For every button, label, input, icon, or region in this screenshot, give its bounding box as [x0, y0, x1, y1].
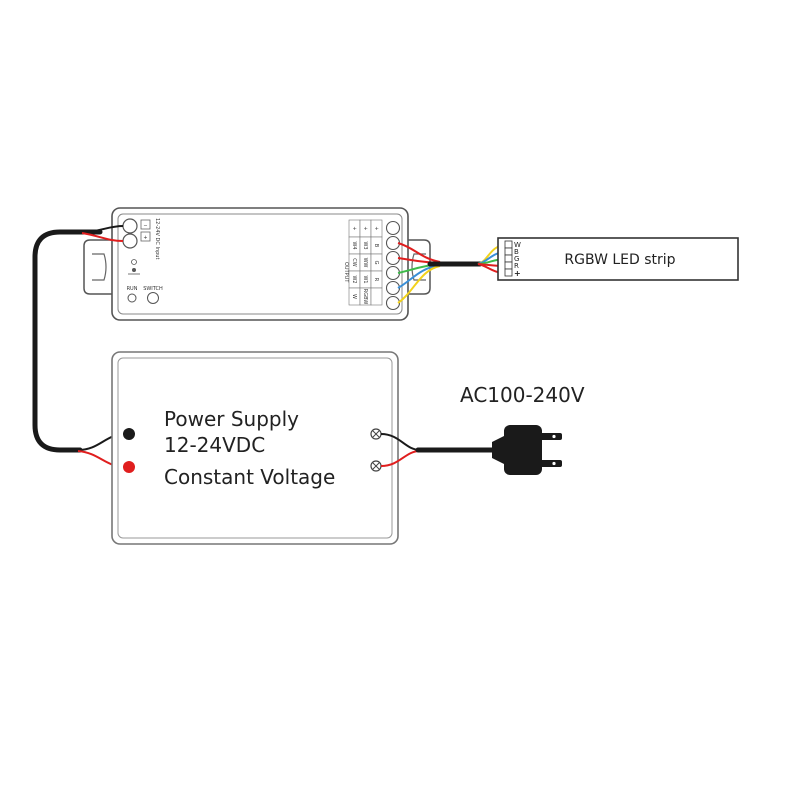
dc-cable-black-sheath — [32, 229, 103, 453]
controller-body — [111, 207, 409, 321]
led-controller: − + 12-24V DC Input RUN SWITCH + + + W4 W3 B C… — [83, 207, 431, 321]
output-table-label: + — [373, 226, 379, 230]
dc-positive-terminal — [123, 461, 135, 473]
output-header: OUTPUT — [343, 262, 349, 283]
output-table-label: W4 — [351, 241, 357, 249]
ac-plug-icon — [492, 425, 562, 475]
wire-plus-red — [397, 242, 441, 263]
wire-yellow — [397, 265, 441, 304]
pin-w: W — [514, 241, 521, 249]
run-button[interactable] — [127, 293, 137, 303]
pin-g: G — [514, 255, 519, 263]
output-terminals — [385, 220, 401, 311]
pin-plus: + — [514, 269, 521, 278]
controller-input-terminal-pos — [122, 233, 138, 249]
pin-b: B — [514, 248, 519, 256]
output-table-label: CW — [351, 258, 357, 266]
psu-line3: Constant Voltage — [164, 465, 335, 489]
led-strip: W B G R + RGBW LED strip — [497, 237, 739, 281]
dc-input-wires — [81, 225, 124, 242]
input-note: 12-24V DC Input — [154, 218, 160, 259]
led-strip-label: RGBW LED strip — [564, 252, 675, 268]
ac-voltage-label: AC100-240V — [460, 383, 585, 407]
ac-terminal-screw-2 — [370, 460, 382, 472]
ac-terminal-screw-1 — [370, 428, 382, 440]
input-neg-symbol: − — [143, 223, 147, 229]
input-pos-symbol: + — [143, 235, 147, 241]
psu-line2: 12-24VDC — [164, 433, 265, 457]
indicator-icon — [128, 259, 140, 275]
dc-negative-terminal — [123, 428, 135, 440]
output-table-label: G — [373, 261, 379, 265]
output-table-label: + — [362, 226, 368, 230]
led-strip-body — [497, 237, 739, 281]
output-table-label: RGBW — [362, 289, 368, 305]
psu-line1: Power Supply — [164, 407, 299, 431]
led-strip-pads — [504, 240, 513, 277]
output-table-label: W3 — [362, 241, 368, 249]
pin-r: R — [514, 262, 519, 270]
output-table-cell — [370, 287, 383, 306]
output-table-label: WW — [362, 258, 368, 268]
output-table-label: R — [373, 278, 379, 282]
power-supply-body — [111, 351, 399, 545]
output-table-label: B — [373, 244, 379, 248]
switch-label: SWITCH — [143, 286, 163, 292]
output-table-label: W — [351, 294, 357, 299]
output-table-label: W1 — [362, 275, 368, 283]
output-label-table: + + + W4 W3 B CW WW G W2 W1 R W RGBW — [348, 219, 383, 306]
output-table-label: + — [351, 226, 357, 230]
switch-button[interactable] — [147, 292, 159, 304]
output-table-label: W2 — [351, 275, 357, 283]
run-label: RUN — [127, 286, 138, 292]
controller-input-terminal-neg — [122, 218, 138, 234]
controller-left-ear — [83, 239, 112, 295]
power-supply: Power Supply 12-24VDC Constant Voltage — [111, 351, 399, 545]
